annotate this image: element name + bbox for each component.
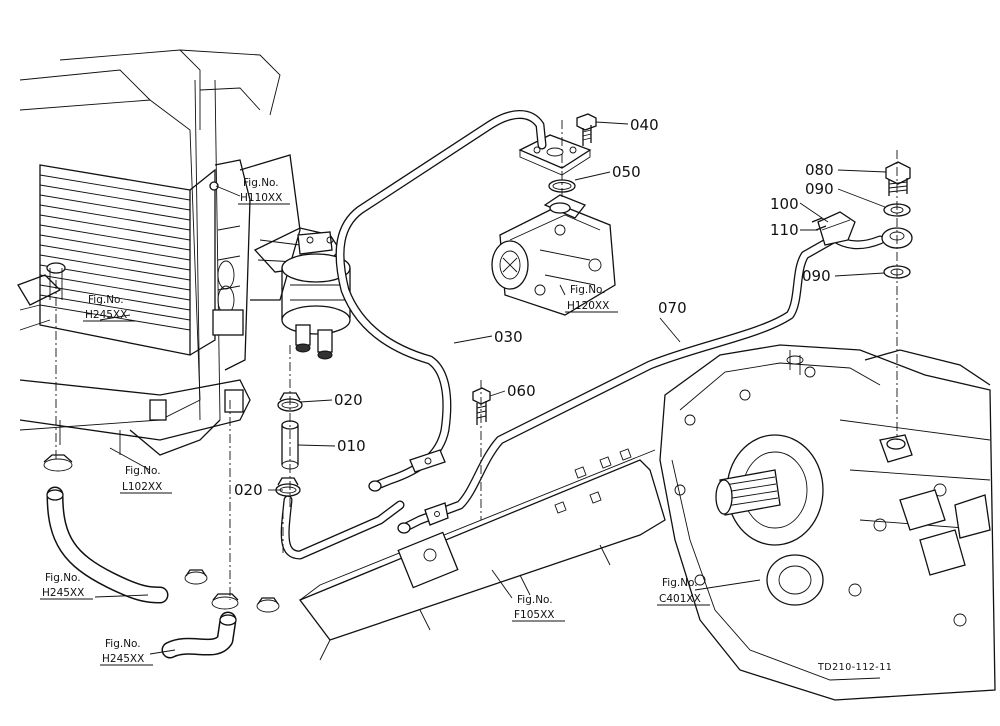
fig-ref-h245-top: Fig.No. H245XX xyxy=(83,294,136,322)
leader-lines xyxy=(94,121,887,655)
fig-ref-c401: Fig.No. C401XX xyxy=(657,577,710,606)
svg-text:Fig.No.: Fig.No. xyxy=(88,294,124,306)
hydraulic-pump xyxy=(491,194,616,316)
callout-060: 060 xyxy=(507,382,536,400)
clip-110 xyxy=(811,211,856,246)
hose-010 xyxy=(281,420,299,470)
svg-text:H110XX: H110XX xyxy=(240,192,282,204)
svg-text:H245XX: H245XX xyxy=(85,309,127,321)
svg-text:H245XX: H245XX xyxy=(102,653,144,665)
fig-ref-h110: Fig.No. H110XX xyxy=(238,177,290,205)
filter-housing xyxy=(253,227,351,360)
bolt-060 xyxy=(472,387,491,425)
plug-080 xyxy=(885,161,911,196)
fig-ref-h120: Fig.No. H120XX xyxy=(565,284,618,313)
flange-plate xyxy=(518,134,592,176)
callout-030: 030 xyxy=(494,328,523,346)
callout-050: 050 xyxy=(612,163,641,181)
callout-090-lower: 090 xyxy=(802,267,831,285)
callout-110: 110 xyxy=(770,221,799,239)
lower-pipe xyxy=(280,495,405,560)
fig-ref-h245-bottom: Fig.No. H245XX xyxy=(100,638,153,666)
callout-100: 100 xyxy=(770,195,799,213)
frame-rail xyxy=(298,448,666,661)
callout-080: 080 xyxy=(805,161,834,179)
svg-text:Fig.No.: Fig.No. xyxy=(105,638,141,650)
transmission-case xyxy=(659,344,996,701)
coolant-hose-bottom xyxy=(161,569,280,659)
svg-text:L102XX: L102XX xyxy=(122,481,162,493)
callout-040: 040 xyxy=(630,116,659,134)
callout-010: 010 xyxy=(337,437,366,455)
drawing-code: TD210-112-11 xyxy=(817,662,892,673)
clamp-020-lower xyxy=(275,477,301,497)
svg-text:Fig.No.: Fig.No. xyxy=(517,594,553,606)
callout-020-lower: 020 xyxy=(234,481,263,499)
callout-020-upper: 020 xyxy=(334,391,363,409)
pipe-070 xyxy=(397,233,840,534)
svg-text:F105XX: F105XX xyxy=(514,609,554,621)
svg-text:Fig.No.: Fig.No. xyxy=(243,177,279,189)
svg-text:Fig.No.: Fig.No. xyxy=(662,577,698,589)
fig-ref-f105: Fig.No. F105XX xyxy=(512,594,565,622)
radiator-assembly xyxy=(17,49,301,456)
svg-text:C401XX: C401XX xyxy=(659,593,701,605)
callout-090-upper: 090 xyxy=(805,180,834,198)
fig-ref-l102: Fig.No. L102XX xyxy=(120,465,172,494)
svg-text:H245XX: H245XX xyxy=(42,587,84,599)
bolt-040 xyxy=(576,113,597,146)
svg-text:Fig.No.: Fig.No. xyxy=(125,465,161,477)
pipe-030 xyxy=(335,110,547,492)
coolant-hose-left xyxy=(43,454,169,604)
callout-070: 070 xyxy=(658,299,687,317)
svg-text:Fig.No.: Fig.No. xyxy=(45,572,81,584)
svg-text:H120XX: H120XX xyxy=(567,300,609,312)
fig-ref-h245-left: Fig.No. H245XX xyxy=(40,572,93,600)
assembly-center-lines xyxy=(55,120,898,600)
svg-text:Fig.No.: Fig.No. xyxy=(570,284,606,296)
